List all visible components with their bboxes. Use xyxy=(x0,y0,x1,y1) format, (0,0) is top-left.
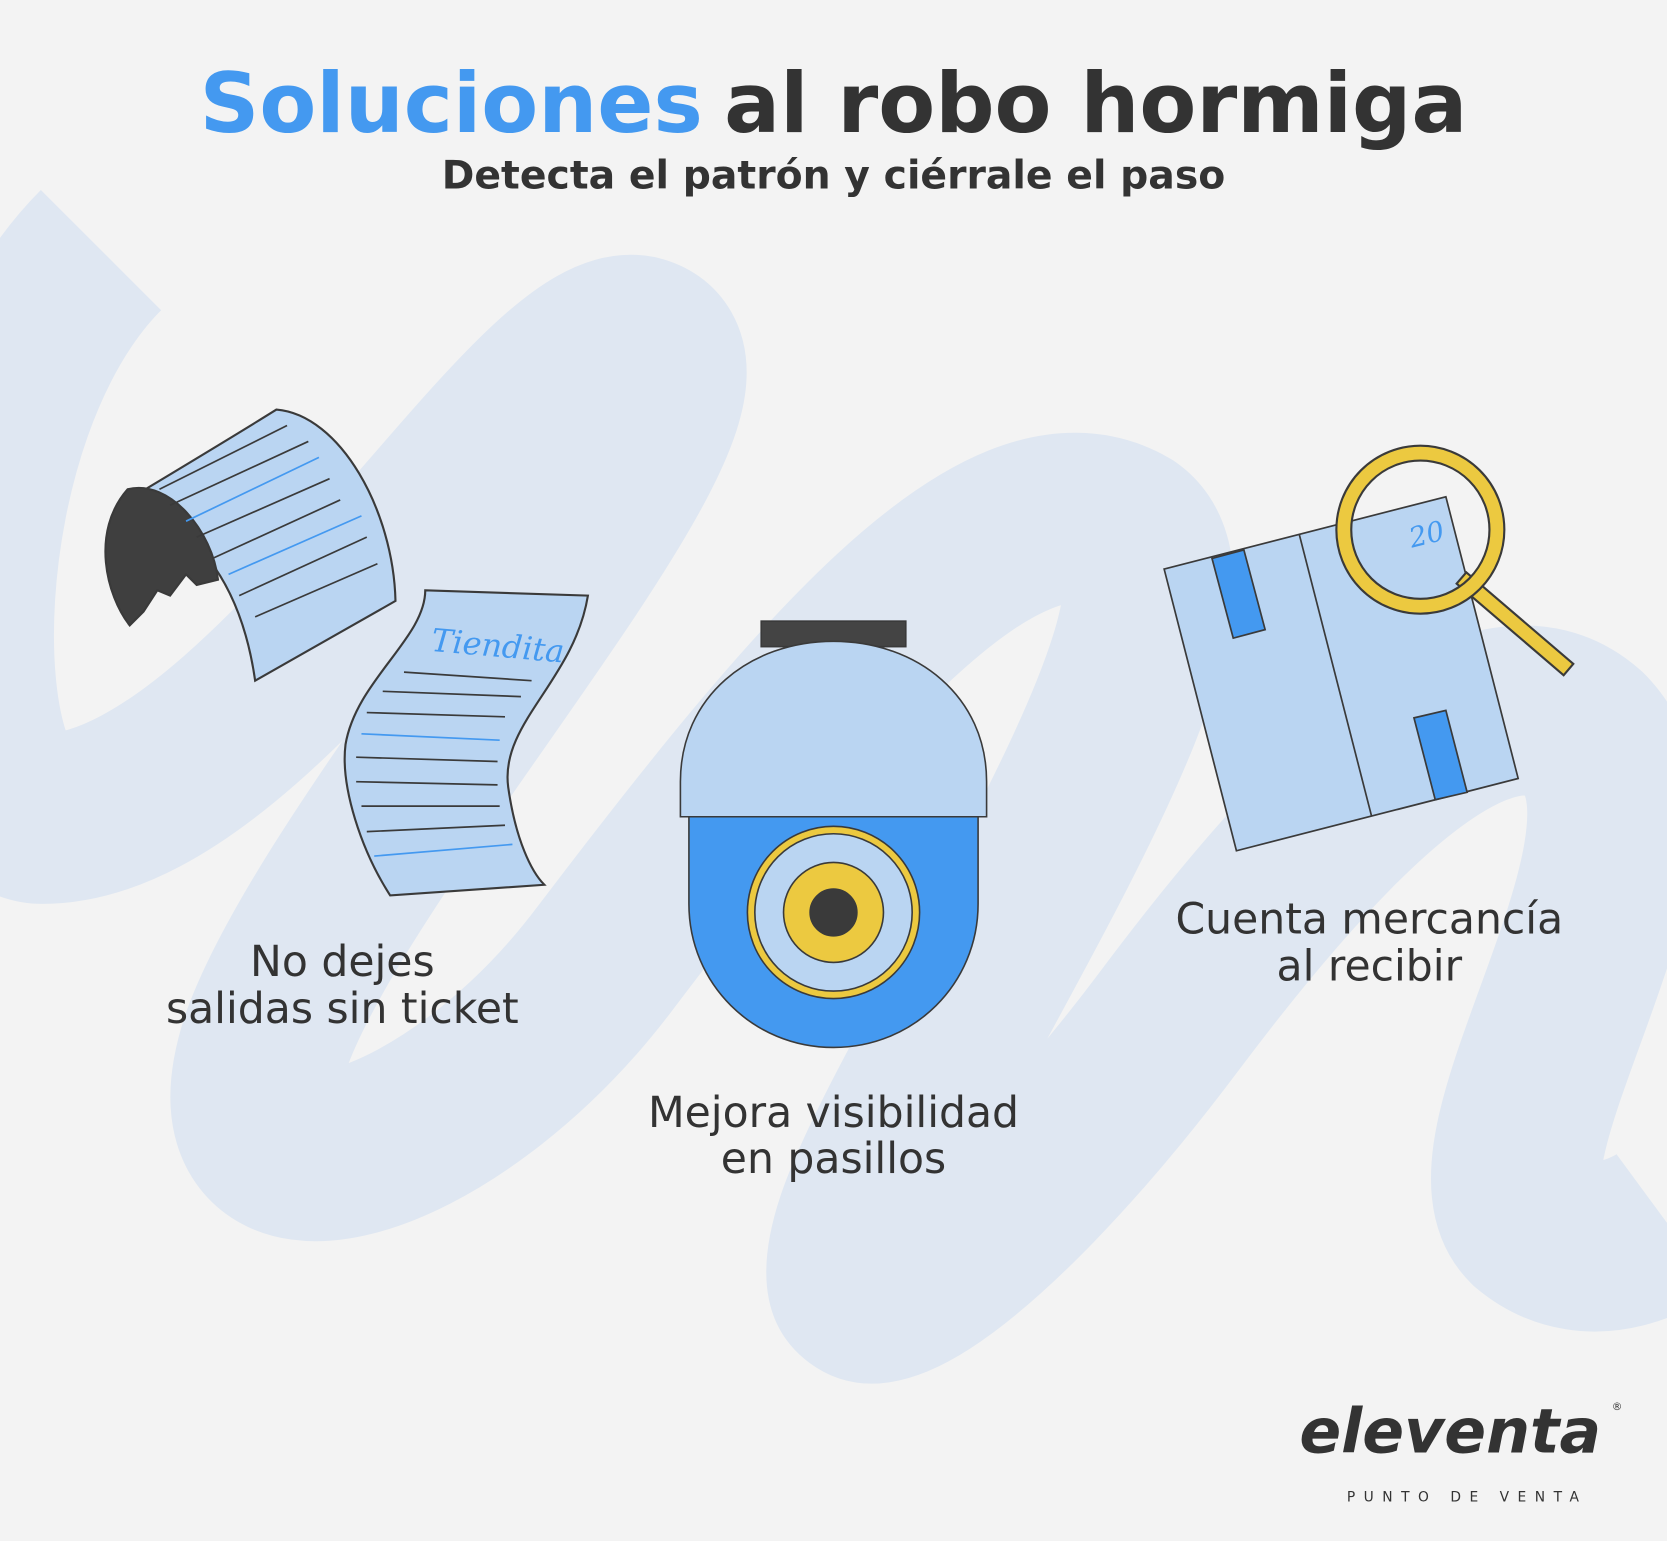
registered-mark: ® xyxy=(1612,1400,1623,1413)
caption-line-2: al recibir xyxy=(1277,942,1463,991)
eleventa-logo: eleventa ® PUNTO DE VENTA xyxy=(1299,1396,1622,1506)
caption-line-1: Cuenta mercancía xyxy=(1175,896,1563,945)
page-subtitle: Detecta el patrón y ciérrale el paso xyxy=(442,152,1226,198)
background-squiggle xyxy=(0,190,1667,1383)
box-magnifier-icon: 20 xyxy=(1163,444,1575,852)
title-rest: al robo hormiga xyxy=(724,55,1467,152)
security-camera-icon xyxy=(679,620,988,1049)
title-highlight: Soluciones xyxy=(200,55,703,152)
logo-tagline: PUNTO DE VENTA xyxy=(1347,1489,1588,1505)
caption-line-2: salidas sin ticket xyxy=(166,985,519,1034)
logo-wordmark: eleventa xyxy=(1299,1396,1601,1468)
caption-line-2: en pasillos xyxy=(721,1135,946,1184)
caption-line-1: Mejora visibilidad xyxy=(648,1089,1019,1138)
caption-line-1: No dejes xyxy=(250,938,435,987)
receipt-icon: Tiendita xyxy=(104,408,590,897)
